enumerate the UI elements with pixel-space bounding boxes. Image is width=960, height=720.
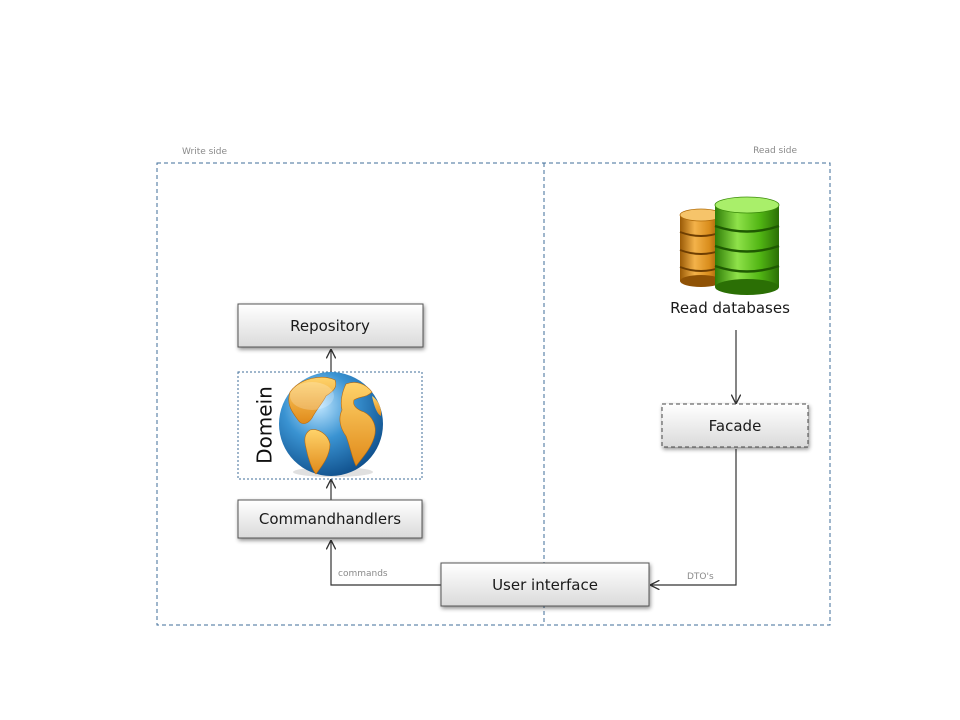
user-interface-node	[440, 562, 650, 607]
repository-node	[237, 303, 424, 348]
facade-label: Facade	[709, 417, 762, 435]
facade-node	[661, 403, 809, 448]
read-databases-label: Read databases	[670, 299, 790, 317]
read-side-label: Read side	[753, 146, 797, 156]
commands-label: commands	[338, 569, 388, 579]
commandhandlers-label: Commandhandlers	[259, 510, 401, 528]
system-boundary	[156, 162, 831, 626]
commandhandlers-node	[237, 499, 423, 539]
globe-icon	[279, 372, 383, 477]
domain-label: Domein	[253, 386, 277, 464]
repository-label: Repository	[290, 317, 370, 335]
database-icon	[679, 196, 780, 295]
facade-to-ui-arrow	[651, 449, 737, 585]
dtos-label: DTO's	[687, 572, 714, 582]
ui-to-handlers-arrow	[331, 541, 441, 586]
user-interface-label: User interface	[492, 576, 598, 594]
write-side-label: Write side	[182, 147, 228, 157]
